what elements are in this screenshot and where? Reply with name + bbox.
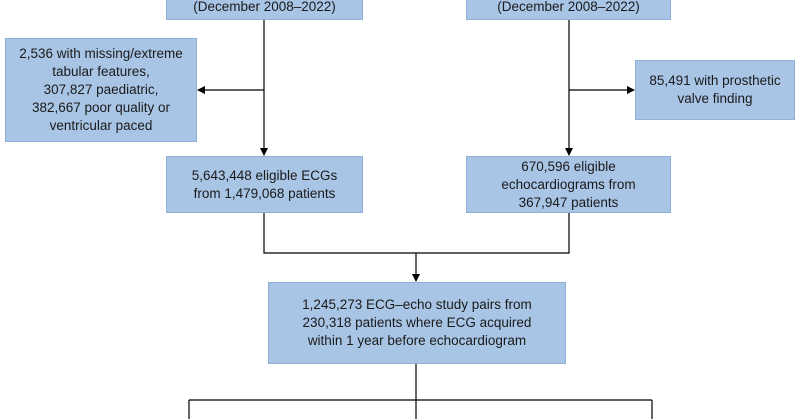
- eligible-echo-line-2: echocardiograms from: [501, 176, 636, 192]
- excluded-ecg-line-1: 2,536 with missing/extreme: [19, 46, 183, 61]
- eligible-ecgs-line-1: 5,643,448 eligible ECGs: [191, 167, 338, 183]
- excluded-echo-box: 85,491 with prosthetic valve finding: [635, 60, 795, 120]
- source-ecg-box: (December 2008–2022): [166, 0, 363, 20]
- source-echo-box: (December 2008–2022): [466, 0, 671, 20]
- source-ecg-line-1: (December 2008–2022): [193, 0, 336, 14]
- eligible-ecgs-line-2: from 1,479,068 patients: [193, 185, 336, 201]
- source-echo-line-1: (December 2008–2022): [497, 0, 640, 14]
- study-pairs-box: 1,245,273 ECG–echo study pairs from 230,…: [268, 282, 566, 364]
- eligible-echo-line-1: 670,596 eligible: [521, 158, 616, 174]
- excluded-ecg-line-5: ventricular paced: [49, 118, 153, 133]
- connector-merge: [263, 213, 570, 254]
- eligible-echo-box: 670,596 eligible echocardiograms from 36…: [466, 156, 671, 213]
- excluded-ecg-line-3: 307,827 paediatric,: [43, 82, 159, 97]
- study-pairs-line-2: 230,318 patients where ECG acquired: [302, 315, 532, 330]
- study-pairs-line-3: within 1 year before echocardiogram: [307, 333, 527, 348]
- excluded-ecg-line-2: tabular features,: [52, 64, 150, 79]
- excluded-ecg-box: 2,536 with missing/extreme tabular featu…: [5, 38, 197, 142]
- excluded-echo-line-1: 85,491 with prosthetic: [649, 73, 781, 88]
- study-pairs-line-1: 1,245,273 ECG–echo study pairs from: [302, 297, 532, 312]
- excluded-ecg-line-4: 382,667 poor quality or: [31, 100, 171, 115]
- eligible-ecgs-box: 5,643,448 eligible ECGs from 1,479,068 p…: [166, 156, 363, 213]
- eligible-echo-line-3: 367,947 patients: [518, 194, 619, 210]
- excluded-echo-line-2: valve finding: [677, 91, 753, 106]
